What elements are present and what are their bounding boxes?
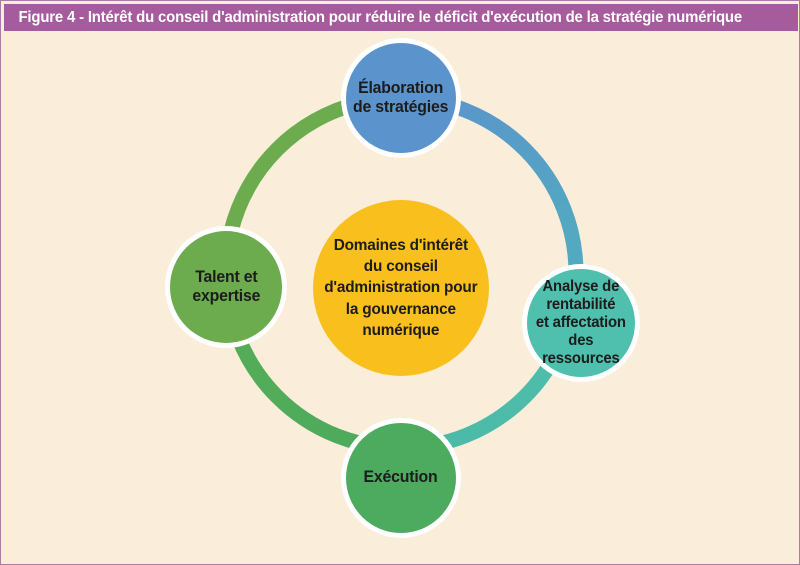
figure-title: Figure 4 - Intérêt du conseil d'administ… <box>18 8 742 26</box>
node-circle-talent-et-expertise[interactable] <box>170 231 282 343</box>
node-circle-execution[interactable] <box>346 423 456 533</box>
figure-header-bar: Figure 4 - Intérêt du conseil d'administ… <box>4 4 798 31</box>
node-circle-analyse-de-rentabilite[interactable] <box>527 269 635 377</box>
diagram-canvas: Domaines d'intérêt du conseil d'administ… <box>4 33 798 563</box>
center-circle <box>313 200 489 376</box>
node-circle-elaboration-de-strategies[interactable] <box>346 43 456 153</box>
cycle-diagram <box>165 38 640 538</box>
